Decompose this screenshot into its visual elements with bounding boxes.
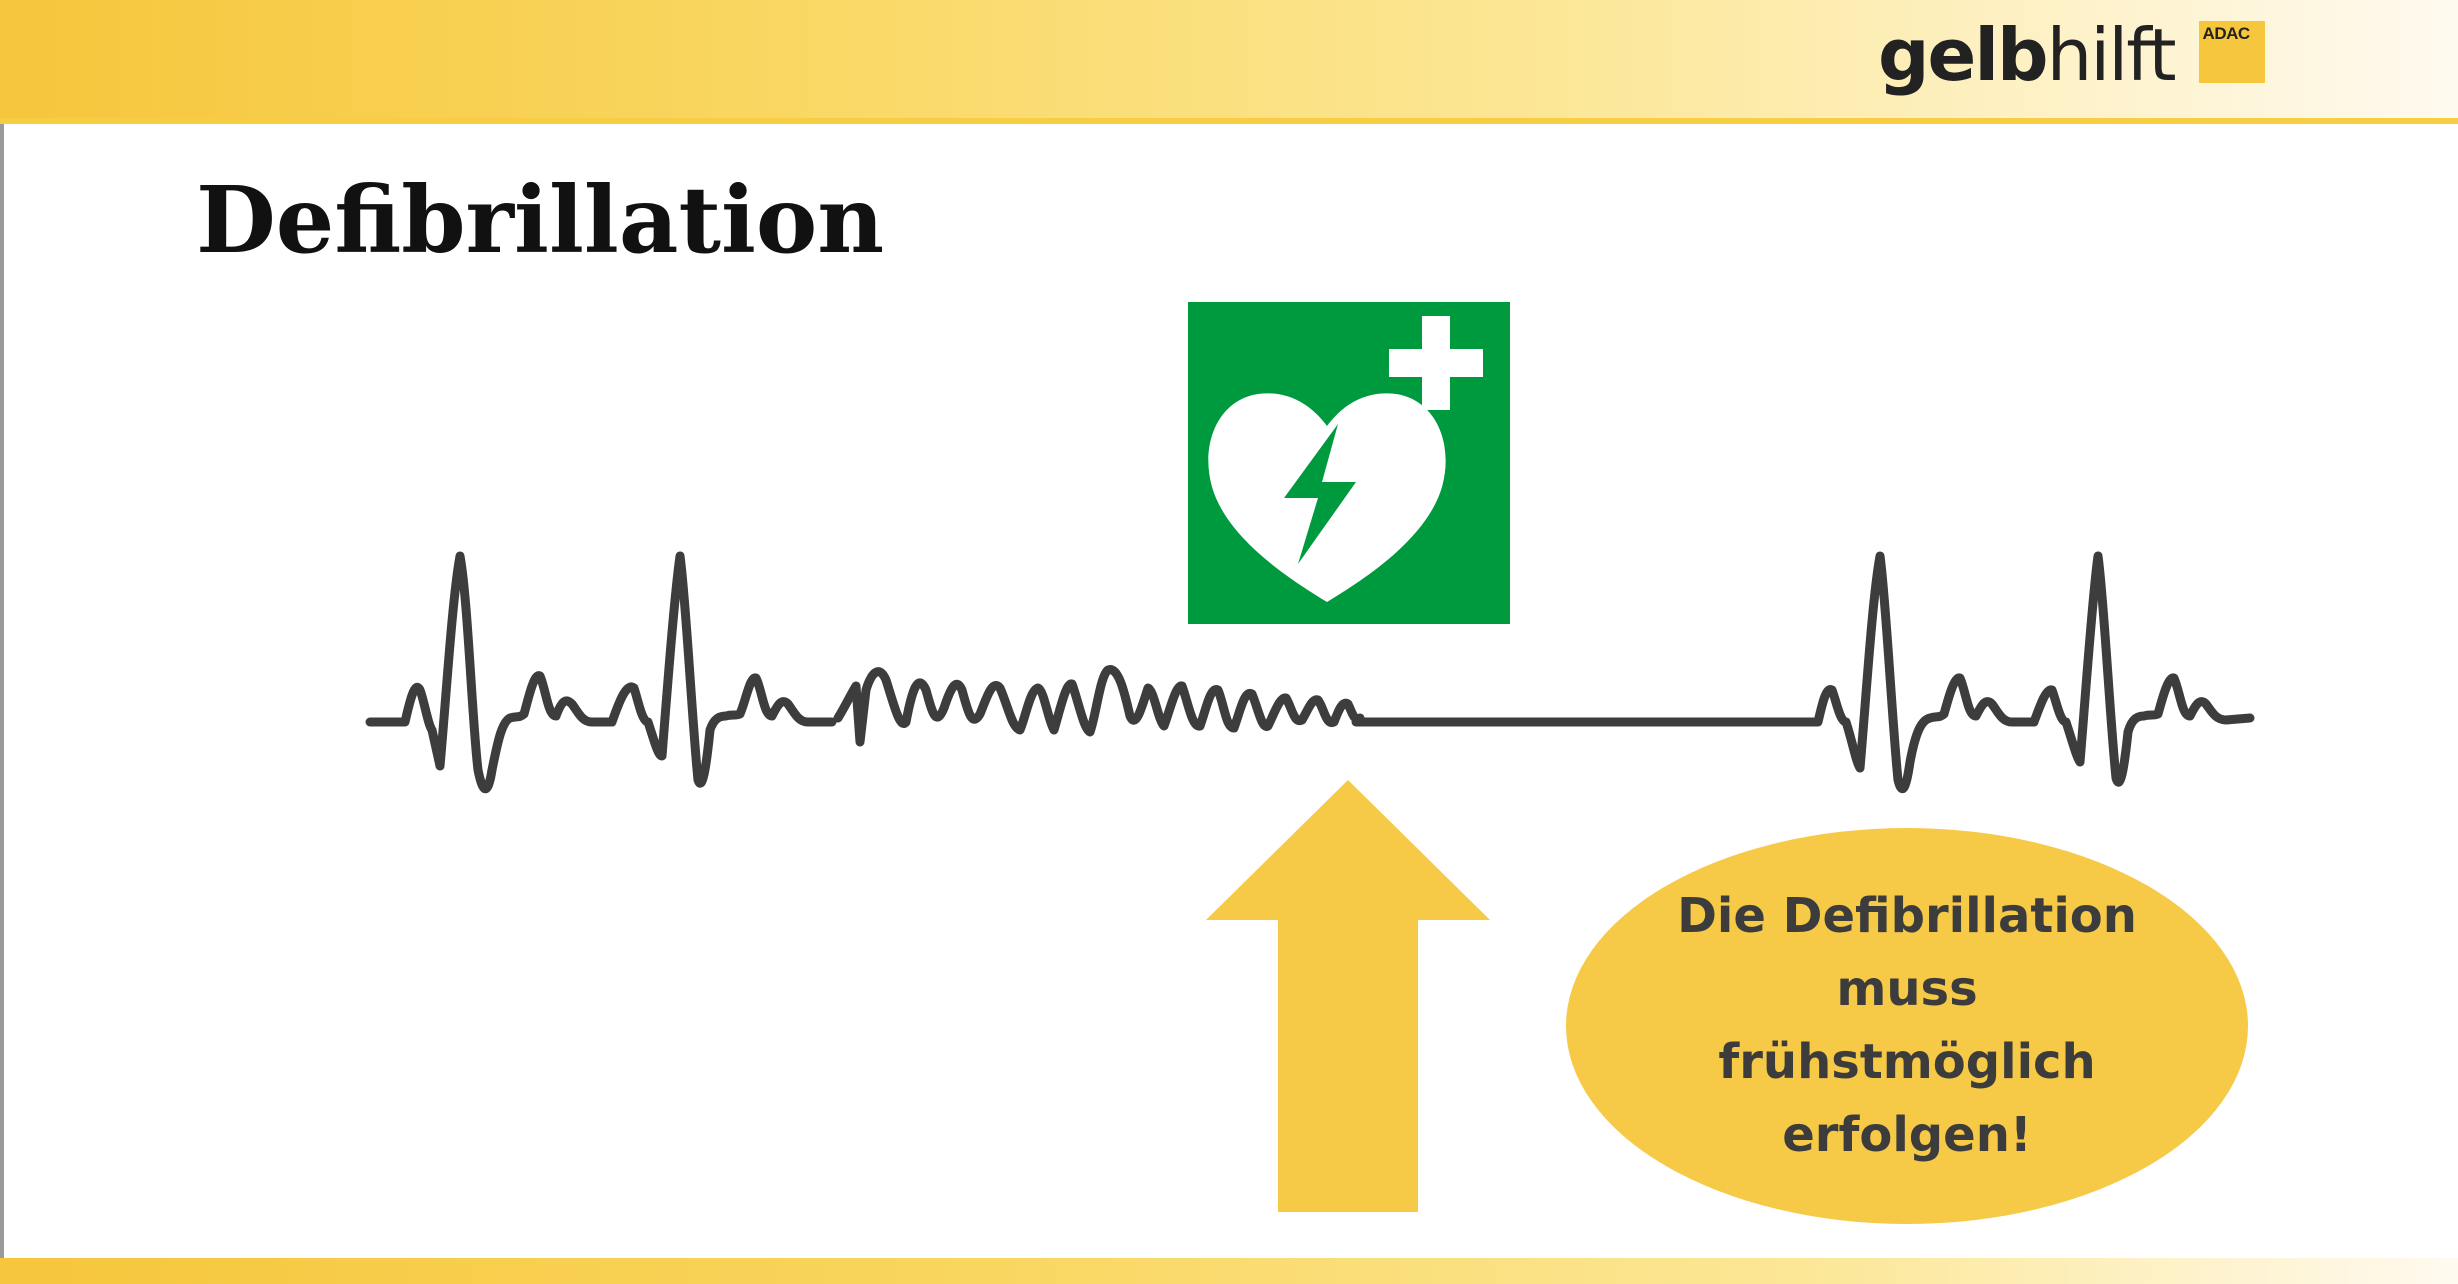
up-arrow-icon [1206,780,1490,1212]
ecg-normal-rhythm-right [1779,551,2255,794]
logo-word-bold: gelb [1878,13,2049,97]
header-divider [0,118,2458,124]
lightning-bolt-icon [1284,424,1356,564]
callout-text: Die Defibrillation muss frühstmöglich er… [1627,880,2187,1172]
adac-badge: ADAC [2198,21,2265,83]
slide-left-edge [0,124,4,1258]
aed-sign [1188,302,1510,624]
callout-ellipse: Die Defibrillation muss frühstmöglich er… [1566,828,2248,1224]
adac-badge-label: ADAC [2202,24,2251,43]
footer-band [0,1258,2458,1284]
aed-cross-icon [1389,316,1483,410]
callout-line-4: erfolgen! [1782,1107,2032,1163]
logo-wordmark: gelbhilft [1878,10,2177,100]
slide-title: Defibrillation [196,166,885,274]
callout-line-2: muss [1836,961,1978,1017]
gelbhilft-logo: gelbhilft ADAC [1878,10,2265,100]
callout-line-1: Die Defibrillation [1677,888,2137,944]
header-band [0,0,2458,118]
callout-line-3: frühstmöglich [1718,1034,2096,1090]
ecg-normal-rhythm-left [365,551,837,794]
logo-word-light: hilft [2046,13,2177,97]
ecg-ventricular-fibrillation [833,665,1365,747]
